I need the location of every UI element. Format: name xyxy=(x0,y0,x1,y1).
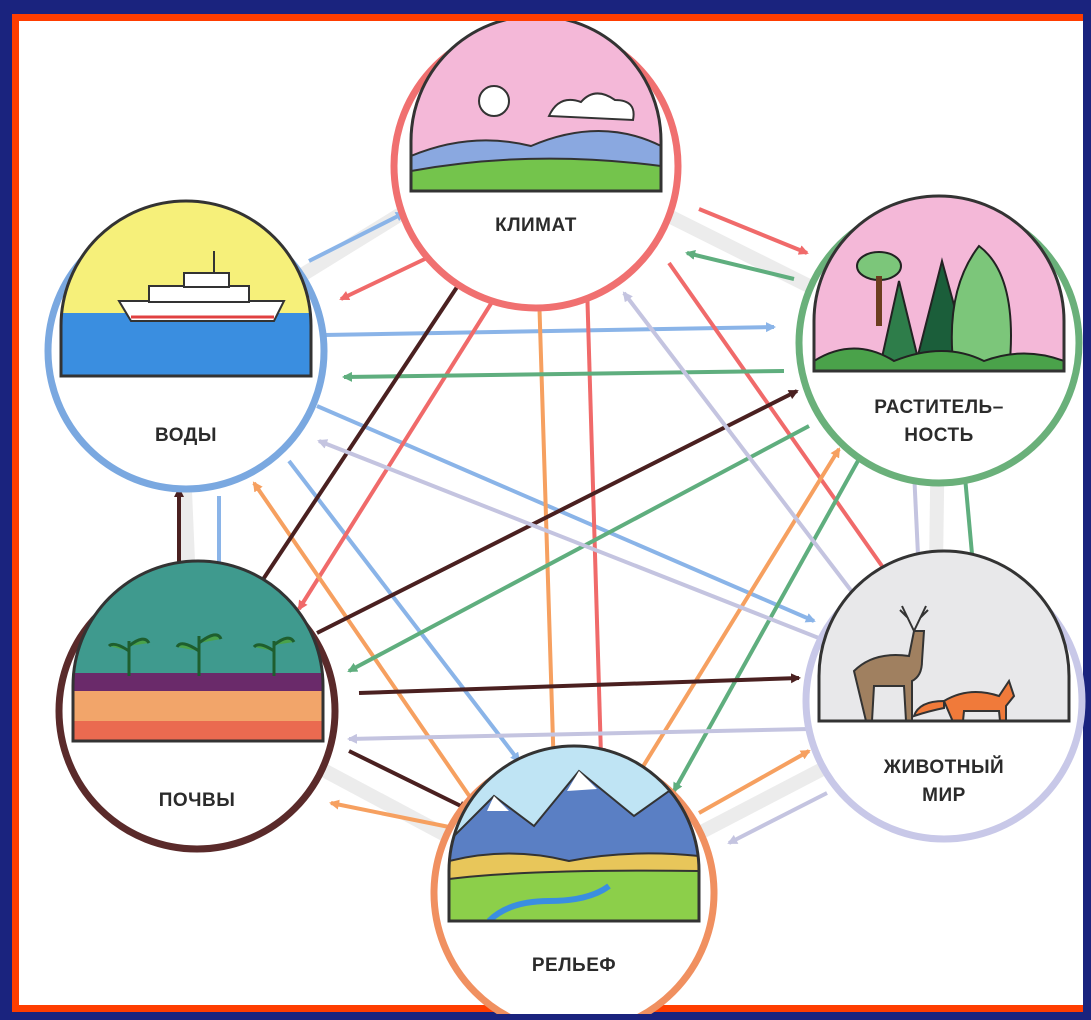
soils-label: ПОЧВЫ xyxy=(159,790,236,811)
arrow-soils-relief xyxy=(348,749,469,811)
node-soils: ПОЧВЫ xyxy=(55,559,339,853)
natural-components-diagram: КЛИМАТ РАСТИТЕЛЬ– xyxy=(44,21,1086,1014)
node-vegetation: РАСТИТЕЛЬ– НОСТЬ xyxy=(795,194,1083,487)
waters-label: ВОДЫ xyxy=(155,425,217,446)
arrow-relief-animals xyxy=(698,749,811,815)
arrow-relief-soils xyxy=(329,799,460,831)
vegetation-label-line2: НОСТЬ xyxy=(904,425,974,446)
arrow-vegetation-waters xyxy=(342,369,785,382)
red-border: КЛИМАТ РАСТИТЕЛЬ– xyxy=(12,14,1086,1014)
connection-arrows xyxy=(174,207,979,845)
deer-icon xyxy=(852,605,929,721)
arrow-waters-animals xyxy=(316,404,816,623)
arrow-vegetation-climate xyxy=(685,250,795,281)
arrow-climate-waters xyxy=(339,255,430,301)
mountains-illustration xyxy=(449,746,699,921)
arrow-waters-climate xyxy=(308,211,406,263)
diagram-canvas: КЛИМАТ РАСТИТЕЛЬ– xyxy=(19,21,1086,1014)
sun-icon xyxy=(478,85,510,117)
animals-label-line2: МИР xyxy=(922,785,966,806)
arrow-animals-soils xyxy=(347,727,810,744)
plant-icon xyxy=(107,633,296,676)
cloud-icon xyxy=(547,92,635,122)
ship-icon xyxy=(117,251,286,322)
node-waters: ВОДЫ xyxy=(44,199,328,493)
animals-illustration xyxy=(819,551,1069,721)
arrow-climate-soils xyxy=(297,281,506,611)
vegetation-label-line1: РАСТИТЕЛЬ– xyxy=(874,397,1004,418)
forest-illustration xyxy=(814,196,1064,371)
arrow-waters-vegetation xyxy=(323,322,776,337)
arrow-vegetation-soils xyxy=(347,424,810,673)
arrow-waters-relief xyxy=(287,459,521,763)
arrow-climate-relief xyxy=(585,284,606,758)
node-climate: КЛИМАТ xyxy=(390,21,682,312)
arrow-soils-climate xyxy=(252,267,471,595)
arrow-vegetation-relief xyxy=(672,458,861,793)
arrow-animals-climate xyxy=(622,291,861,603)
fox-icon xyxy=(912,678,1016,721)
soil-illustration xyxy=(73,561,323,741)
arrow-soils-animals xyxy=(358,673,801,695)
animals-label-line1: ЖИВОТНЫЙ xyxy=(883,756,1004,778)
arrow-soils-vegetation xyxy=(316,389,799,635)
arrow-relief-vegetation xyxy=(637,447,841,775)
sea-illustration xyxy=(61,201,311,376)
relief-label: РЕЛЬЕФ xyxy=(532,955,616,976)
arrow-climate-animals xyxy=(667,261,891,578)
node-relief: РЕЛЬЕФ xyxy=(430,744,718,1014)
climate-illustration xyxy=(411,21,661,191)
arrow-animals-relief xyxy=(727,791,828,845)
arrow-climate-vegetation xyxy=(698,207,809,255)
climate-label: КЛИМАТ xyxy=(495,215,577,236)
river-icon xyxy=(486,883,611,921)
arrow-animals-waters xyxy=(317,439,840,648)
